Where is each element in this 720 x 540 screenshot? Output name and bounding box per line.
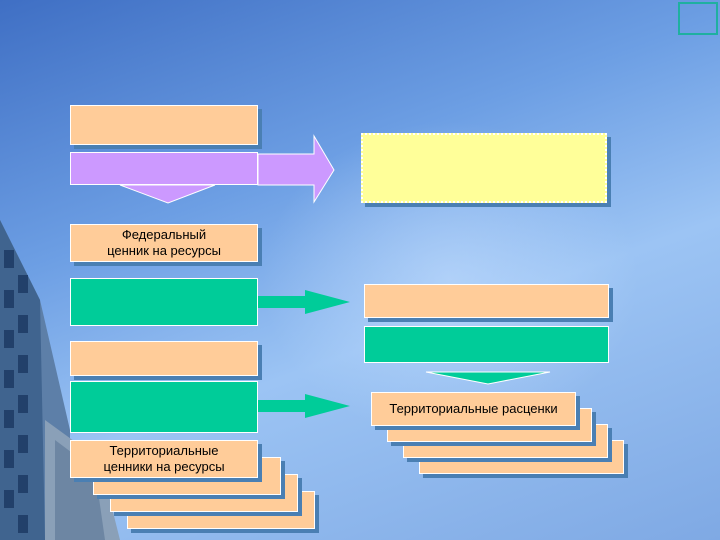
territorial-rates-label: Территориальные расценки	[389, 401, 558, 416]
violet-bar	[70, 152, 258, 185]
peach-block-right	[364, 284, 609, 318]
top-left-block	[70, 105, 258, 145]
peach-block-left	[70, 341, 258, 376]
federal-price-list-label: Федеральный ценник на ресурсы	[107, 227, 221, 258]
right-arrow-icon	[257, 134, 335, 204]
right-arrow-icon	[258, 290, 350, 314]
green-block-right	[364, 326, 609, 363]
corner-frame	[678, 2, 718, 35]
territorial-price-lists-label: Территориальные ценники на ресурсы	[103, 443, 225, 474]
territorial-rates-box: Территориальные расценки	[371, 392, 576, 426]
green-block-left-1	[70, 278, 258, 326]
federal-price-list-box: Федеральный ценник на ресурсы	[70, 224, 258, 262]
right-arrow-icon	[258, 394, 350, 418]
down-arrow-icon	[119, 184, 216, 204]
building-image	[0, 220, 120, 540]
territorial-price-lists-box: Территориальные ценники на ресурсы	[70, 440, 258, 478]
yellow-block	[361, 133, 607, 203]
green-block-left-2	[70, 381, 258, 433]
down-arrow-icon	[425, 371, 551, 385]
